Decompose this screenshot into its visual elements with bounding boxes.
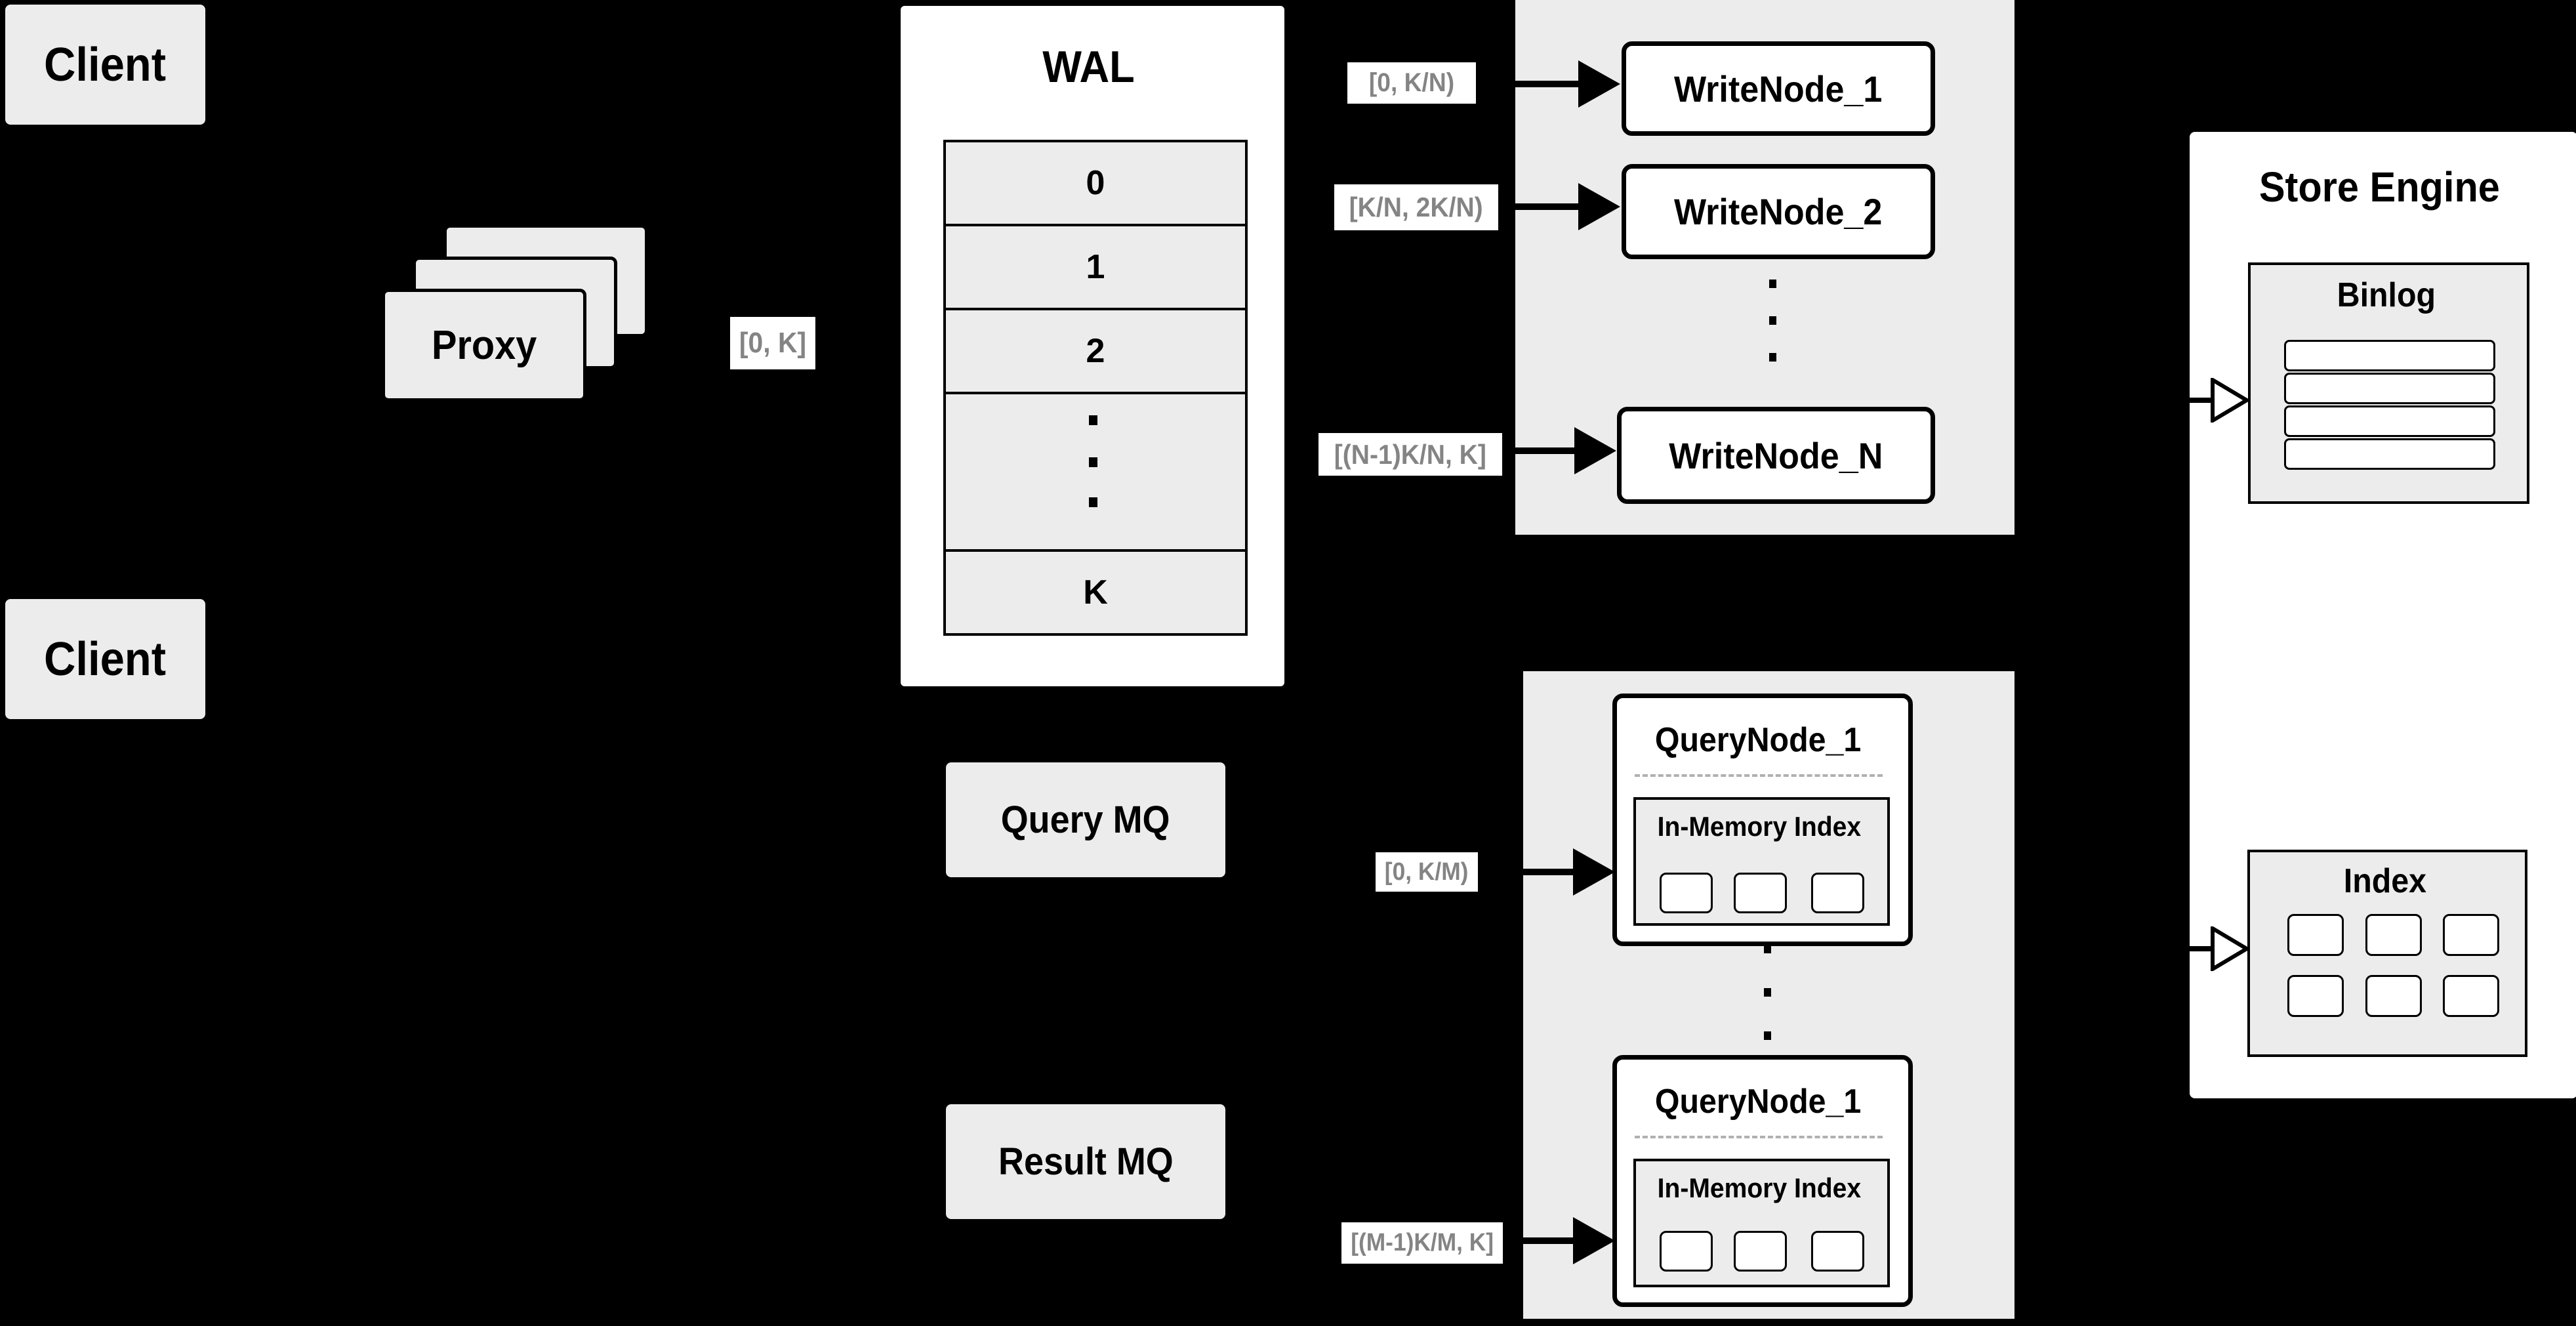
wal-segment-table: 0 1 2 K [943, 140, 1248, 636]
wal-segment-row-last: K [946, 552, 1245, 633]
open-arrowhead-icon [2211, 378, 2249, 423]
memory-index-cell [1660, 1231, 1713, 1272]
query-node-top-divider [1635, 774, 1883, 777]
binlog-row [2284, 340, 2495, 371]
index-cell [2287, 975, 2344, 1017]
open-arrowhead-icon [2211, 926, 2249, 971]
binlog-row [2284, 438, 2495, 470]
write-node-n-box: WriteNode_N [1617, 407, 1935, 504]
wal-ellipsis-dot [1089, 415, 1097, 425]
index-title: Index [2343, 862, 2426, 900]
proxy-box: Proxy [382, 289, 586, 402]
proxy-label: Proxy [431, 322, 537, 368]
query-nodes-ellipsis-dot [1764, 1031, 1771, 1040]
index-cell [2443, 975, 2499, 1017]
range-label-query-node-m: [(M-1)K/M, K] [1341, 1222, 1503, 1264]
range-label-write-node-n: [(N-1)K/N, K] [1319, 433, 1502, 476]
client-top-box: Client [5, 5, 205, 125]
index-cell [2287, 914, 2344, 956]
store-engine-title: Store Engine [2259, 163, 2501, 211]
query-nodes-ellipsis-dot [1764, 988, 1771, 997]
binlog-row [2284, 405, 2495, 437]
binlog-title: Binlog [2337, 276, 2436, 314]
query-nodes-ellipsis-dot [1764, 945, 1771, 953]
range-label-write-node-1: [0, K/N) [1347, 62, 1476, 104]
range-label-write-node-2: [K/N, 2K/N) [1334, 184, 1498, 230]
memory-index-cell [1660, 873, 1713, 913]
query-node-bottom-title: QueryNode_1 [1654, 1083, 1862, 1121]
wal-title: WAL [1042, 42, 1135, 92]
wal-segment-row: 0 [946, 142, 1245, 226]
write-nodes-ellipsis-dot [1769, 353, 1776, 362]
binlog-row [2284, 373, 2495, 404]
range-label-query-node-1: [0, K/M) [1376, 852, 1478, 892]
wal-segment-row: 2 [946, 310, 1245, 394]
write-nodes-ellipsis-dot [1769, 316, 1776, 325]
wal-segment-row: 1 [946, 226, 1245, 310]
index-cell [2365, 914, 2422, 956]
memory-index-cell [1734, 873, 1787, 913]
query-mq-box: Query MQ [946, 762, 1225, 877]
write-node-1-box: WriteNode_1 [1622, 41, 1935, 136]
query-node-top-title: QueryNode_1 [1654, 721, 1862, 759]
query-node-bottom-divider [1635, 1136, 1883, 1138]
wal-ellipsis-dot [1089, 497, 1097, 507]
write-nodes-ellipsis-dot [1769, 280, 1776, 288]
write-node-2-box: WriteNode_2 [1622, 164, 1935, 259]
wal-ellipsis-dot [1089, 457, 1097, 467]
client-bottom-label: Client [44, 632, 167, 686]
client-bottom-box: Client [5, 599, 205, 719]
memory-index-cell [1811, 873, 1864, 913]
result-mq-box: Result MQ [946, 1104, 1225, 1219]
index-cell [2365, 975, 2422, 1017]
memory-index-cell [1811, 1231, 1864, 1272]
range-label-proxy-to-wal: [0, K] [730, 317, 815, 369]
memory-index-cell [1734, 1231, 1787, 1272]
client-top-label: Client [44, 38, 167, 91]
query-node-top-memory-index-label: In-Memory Index [1657, 811, 1861, 842]
index-cell [2443, 914, 2499, 956]
query-node-bottom-memory-index-label: In-Memory Index [1657, 1172, 1861, 1203]
